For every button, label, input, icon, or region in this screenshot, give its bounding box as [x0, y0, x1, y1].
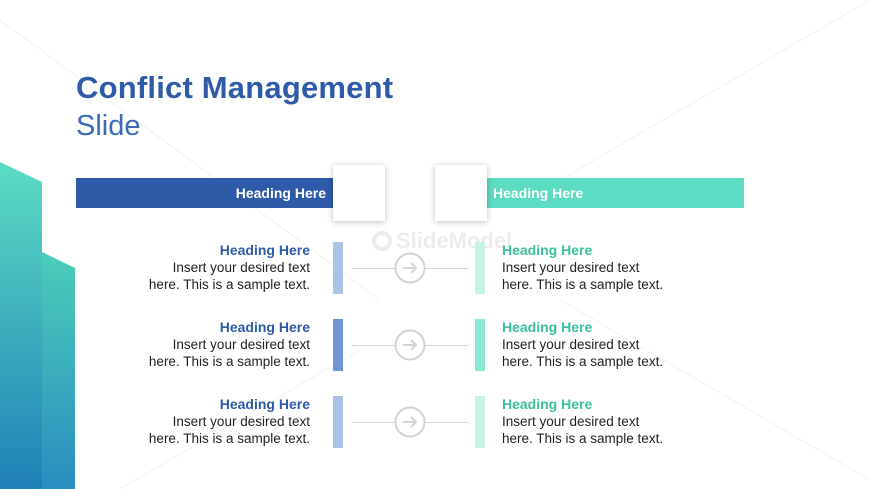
watermark: SlideModel	[372, 228, 512, 254]
left-column-header: Heading Here	[76, 178, 346, 208]
arrow-right-circle-icon	[394, 252, 426, 284]
watermark-logo-icon	[372, 231, 392, 251]
right-item-heading: Heading Here	[502, 319, 593, 335]
right-icon-card	[435, 165, 487, 221]
left-item-heading: Heading Here	[219, 242, 310, 258]
right-accent-bar	[475, 319, 485, 371]
right-item-text-line1: Insert your desired text	[502, 260, 640, 275]
arrow-right-circle-icon	[394, 406, 426, 438]
left-item-text-line2: here. This is a sample text.	[148, 277, 310, 292]
comparison-row-3: Heading Here Insert your desired text he…	[0, 396, 870, 448]
page-subtitle: Slide	[76, 110, 141, 142]
comparison-row-1: Heading Here Insert your desired text he…	[0, 242, 870, 294]
right-item-text-line1: Insert your desired text	[502, 337, 640, 352]
right-item-text-line2: here. This is a sample text.	[502, 431, 664, 446]
right-item-1: Heading Here Insert your desired text he…	[502, 242, 722, 293]
comparison-row-2: Heading Here Insert your desired text he…	[0, 319, 870, 371]
right-item-text-line2: here. This is a sample text.	[502, 277, 664, 292]
right-accent-bar	[475, 242, 485, 294]
decorative-side-gradient	[0, 162, 75, 489]
page-title: Conflict Management	[76, 70, 394, 105]
left-item-text-line1: Insert your desired text	[172, 260, 310, 275]
left-accent-bar	[333, 396, 343, 448]
left-item-text-line1: Insert your desired text	[172, 337, 310, 352]
left-icon-card	[333, 165, 385, 221]
right-item-3: Heading Here Insert your desired text he…	[502, 396, 722, 447]
right-item-2: Heading Here Insert your desired text he…	[502, 319, 722, 370]
left-item-text-line2: here. This is a sample text.	[148, 354, 310, 369]
right-column-header: Heading Here	[472, 178, 744, 208]
right-item-text-line1: Insert your desired text	[502, 414, 640, 429]
left-item-1: Heading Here Insert your desired text he…	[100, 242, 310, 293]
left-column-header-label: Heading Here	[235, 185, 326, 201]
right-column-header-label: Heading Here	[493, 185, 584, 201]
left-item-text-line2: here. This is a sample text.	[148, 431, 310, 446]
right-item-text-line2: here. This is a sample text.	[502, 354, 664, 369]
watermark-text: SlideModel	[396, 228, 513, 253]
arrow-right-circle-icon	[394, 329, 426, 361]
left-accent-bar	[333, 242, 343, 294]
left-item-heading: Heading Here	[219, 319, 310, 335]
left-item-3: Heading Here Insert your desired text he…	[100, 396, 310, 447]
left-item-heading: Heading Here	[219, 396, 310, 412]
left-accent-bar	[333, 319, 343, 371]
right-item-heading: Heading Here	[502, 242, 593, 258]
left-item-text-line1: Insert your desired text	[172, 414, 310, 429]
left-item-2: Heading Here Insert your desired text he…	[100, 319, 310, 370]
right-accent-bar	[475, 396, 485, 448]
right-item-heading: Heading Here	[502, 396, 593, 412]
